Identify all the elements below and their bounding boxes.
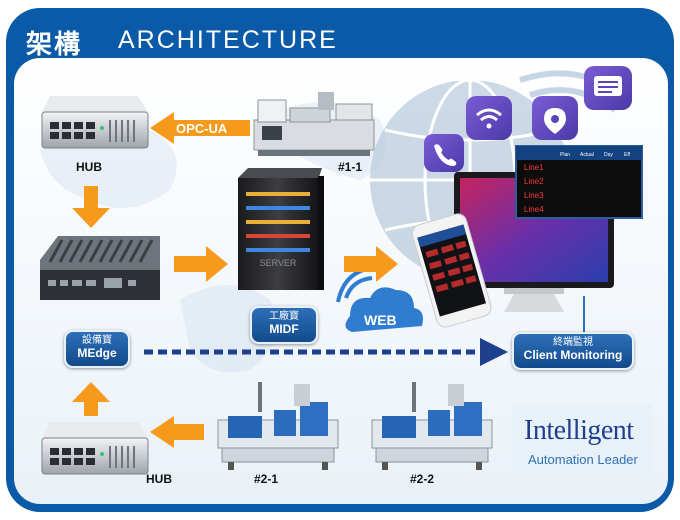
- row-label: Line2: [524, 177, 544, 186]
- dashed-data-bus: [144, 338, 508, 366]
- chat-app-icon: [584, 66, 632, 110]
- table-header-plan: Plan: [560, 152, 571, 158]
- orange-arrows: [72, 112, 398, 448]
- smartphone: [411, 213, 492, 328]
- client-en: Client Monitoring: [523, 348, 623, 362]
- midf-zh: 工廠寶: [269, 311, 299, 322]
- hub-bottom-label: HUB: [146, 472, 172, 486]
- web-label: WEB: [364, 312, 397, 328]
- medge-badge: 設備寶 MEdge: [64, 330, 130, 368]
- hub-down-arrow: [72, 186, 110, 228]
- opc-ua-arrow: [150, 112, 250, 144]
- location-app-icon: [532, 96, 578, 140]
- logo-panel: [512, 404, 652, 474]
- title-tab: [14, 12, 396, 58]
- server-to-client-arrow: [344, 246, 398, 282]
- injection-machine-2-1: [217, 382, 339, 470]
- client-zh: 終端監視: [553, 337, 593, 348]
- injection-machine-2-2: [371, 382, 493, 470]
- table-row: Line3: [520, 190, 638, 203]
- row-label: Line4: [524, 205, 544, 214]
- phone-app-icon: [424, 134, 464, 172]
- table-header-day: Day: [604, 152, 613, 158]
- hub-top-device: [41, 96, 149, 149]
- injection-machine-1-1: [253, 92, 375, 156]
- table-header-eff: Eff: [624, 152, 631, 158]
- title-chinese: 架構: [26, 30, 83, 60]
- company-logo-text: Intelligent: [524, 415, 634, 446]
- edge-to-server-arrow: [174, 246, 228, 282]
- client-monitoring-badge: 終端監視 Client Monitoring: [512, 332, 634, 370]
- company-tagline: Automation Leader: [528, 452, 638, 467]
- opc-ua-label: OPC-UA: [176, 121, 228, 136]
- production-table: [515, 145, 643, 219]
- midf-badge: 工廠寶 MIDF: [250, 306, 318, 344]
- machine-1-1-label: #1-1: [338, 160, 363, 174]
- table-header-actual: Actual: [580, 152, 594, 158]
- machine-2-2-label: #2-2: [410, 472, 435, 486]
- table-row: Line4: [520, 204, 638, 217]
- table-row: Line2: [520, 176, 638, 189]
- title-english: ARCHITECTURE: [118, 26, 338, 54]
- table-row: Line1: [520, 162, 638, 175]
- machine-to-hub-arrow: [150, 416, 204, 448]
- medge-zh: 設備寶: [82, 335, 112, 346]
- server-brand-text: SERVER: [260, 258, 297, 268]
- edge-pc-device: [40, 236, 160, 300]
- midf-en: MIDF: [269, 322, 299, 336]
- machine-2-1-label: #2-1: [254, 472, 279, 486]
- hub-top-label: HUB: [76, 160, 102, 174]
- wifi-app-icon: [466, 96, 512, 140]
- hub-bottom-device: [41, 422, 149, 475]
- row-label: Line3: [524, 191, 544, 200]
- row-label: Line1: [524, 163, 544, 172]
- medge-en: MEdge: [77, 346, 117, 360]
- hub-up-arrow: [72, 382, 110, 416]
- server-tower: SERVER: [238, 168, 324, 290]
